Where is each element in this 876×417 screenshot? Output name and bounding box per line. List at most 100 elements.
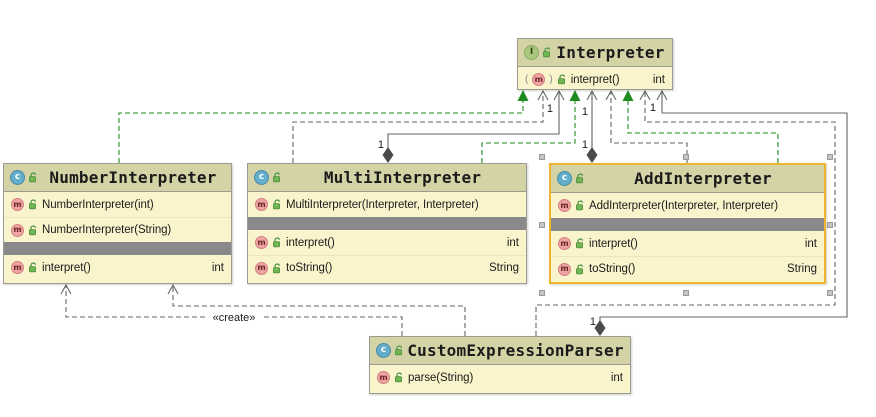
- member-name: interpret(): [570, 73, 620, 86]
- method-icon: m: [255, 236, 268, 249]
- class-box-AddInterpreter[interactable]: c AddInterpreter m AddInterpreter(Interpret…: [549, 163, 826, 284]
- selection-handle-e[interactable]: [827, 222, 833, 228]
- lock-icon: [394, 345, 404, 356]
- member-row-AddInterpreter-Interpreter-Interpreter[interactable]: m AddInterpreter(Interpreter, Interpreter…: [551, 193, 824, 218]
- method-icon: m: [11, 198, 24, 211]
- edge-parser-depends-on-number[interactable]: [167, 283, 466, 336]
- edge-add-implements-interpreter[interactable]: [622, 90, 779, 163]
- edge-parser-aggregates-interpreter[interactable]: 11: [590, 89, 848, 336]
- method-icon: m: [558, 262, 571, 276]
- selection-handle-ne[interactable]: [827, 154, 833, 160]
- lock-icon: [272, 172, 282, 183]
- lock-icon: [575, 238, 585, 249]
- lock-icon: [557, 74, 567, 85]
- class-title: MultiInterpreter: [323, 168, 482, 187]
- selection-handle-w[interactable]: [539, 222, 545, 228]
- method-icon: m: [558, 237, 571, 250]
- class-title: CustomExpressionParser: [407, 341, 624, 360]
- open-arrowhead: [656, 89, 668, 101]
- edge-number-implements-interpreter[interactable]: [118, 90, 529, 163]
- paren-open: (: [525, 73, 529, 85]
- class-icon: c: [254, 170, 269, 185]
- member-name: interpret(): [286, 236, 335, 249]
- selection-handle-sw[interactable]: [539, 290, 545, 296]
- member-separator-band: [248, 217, 526, 230]
- member-name: NumberInterpreter(int): [42, 198, 154, 211]
- member-name: toString(): [589, 263, 636, 275]
- member-separator-band: [4, 242, 231, 255]
- edge-parser-creates-number[interactable]: «create»: [60, 283, 403, 336]
- lock-icon: [272, 199, 282, 210]
- class-header[interactable]: c AddInterpreter: [551, 165, 824, 193]
- class-icon: c: [557, 171, 572, 186]
- edge-add-depends-on-interpreter[interactable]: [605, 89, 688, 163]
- member-row-interpret[interactable]: (m) interpret() int: [518, 67, 672, 92]
- class-box-Interpreter[interactable]: I Interpreter (m) interpret() int: [517, 38, 673, 90]
- lock-icon: [28, 172, 38, 183]
- class-header[interactable]: I Interpreter: [518, 39, 672, 67]
- selection-handle-se[interactable]: [827, 290, 833, 296]
- lock-icon: [272, 237, 282, 248]
- member-return-type: String: [488, 262, 519, 274]
- lock-icon: [394, 372, 404, 383]
- paren-close: ): [549, 73, 553, 85]
- edge-multi-depends-on-interpreter[interactable]: [292, 89, 549, 163]
- member-name: interpret(): [42, 261, 91, 274]
- open-arrowhead: [639, 89, 651, 101]
- member-name: AddInterpreter(Interpreter, Interpreter): [589, 199, 779, 212]
- aggregation-diamond: [594, 320, 606, 336]
- member-row-NumberInterpreter-int[interactable]: m NumberInterpreter(int): [4, 192, 231, 217]
- selection-handle-n[interactable]: [683, 154, 689, 160]
- multiplicity-label: 1: [590, 316, 596, 328]
- edge-multi-implements-interpreter[interactable]: [481, 90, 581, 163]
- open-arrowhead: [537, 89, 549, 101]
- class-header[interactable]: c MultiInterpreter: [248, 164, 526, 192]
- method-icon: m: [558, 199, 571, 212]
- member-name: MultiInterpreter(Interpreter, Interprete…: [286, 198, 479, 211]
- class-title: AddInterpreter: [634, 169, 772, 188]
- aggregation-diamond: [586, 147, 598, 163]
- lock-icon: [272, 262, 282, 274]
- member-name: toString(): [286, 262, 333, 274]
- method-icon: m: [532, 73, 546, 86]
- open-arrowhead: [60, 283, 72, 295]
- open-arrowhead: [553, 89, 565, 101]
- multiplicity-label: 1: [650, 102, 656, 114]
- class-title: Interpreter: [556, 43, 665, 62]
- edge-multi-aggregates-interpreter[interactable]: 11: [378, 89, 565, 163]
- method-icon: m: [255, 261, 268, 275]
- member-return-type: int: [652, 73, 665, 86]
- member-name: NumberInterpreter(String): [42, 224, 172, 236]
- multiplicity-label: 1: [582, 106, 588, 118]
- lock-icon: [575, 173, 585, 184]
- member-separator-band: [551, 218, 824, 231]
- member-row-toString[interactable]: m toString() String: [248, 255, 526, 280]
- member-return-type: String: [786, 263, 817, 275]
- selection-handle-s[interactable]: [683, 290, 689, 296]
- edge-add-aggregates-interpreter[interactable]: 11: [582, 89, 598, 163]
- edge-parser-depends-on-interpreter[interactable]: [535, 89, 836, 336]
- member-row-toString[interactable]: m toString() String: [551, 256, 824, 281]
- lock-icon: [28, 199, 38, 210]
- lock-icon: [575, 263, 585, 275]
- selection-handle-nw[interactable]: [539, 154, 545, 160]
- class-icon: c: [10, 170, 25, 185]
- lock-icon: [28, 224, 38, 236]
- create-stereotype-label: «create»: [213, 312, 256, 324]
- lock-icon: [28, 262, 38, 273]
- interface-icon: I: [524, 45, 539, 60]
- open-arrowhead: [586, 89, 598, 101]
